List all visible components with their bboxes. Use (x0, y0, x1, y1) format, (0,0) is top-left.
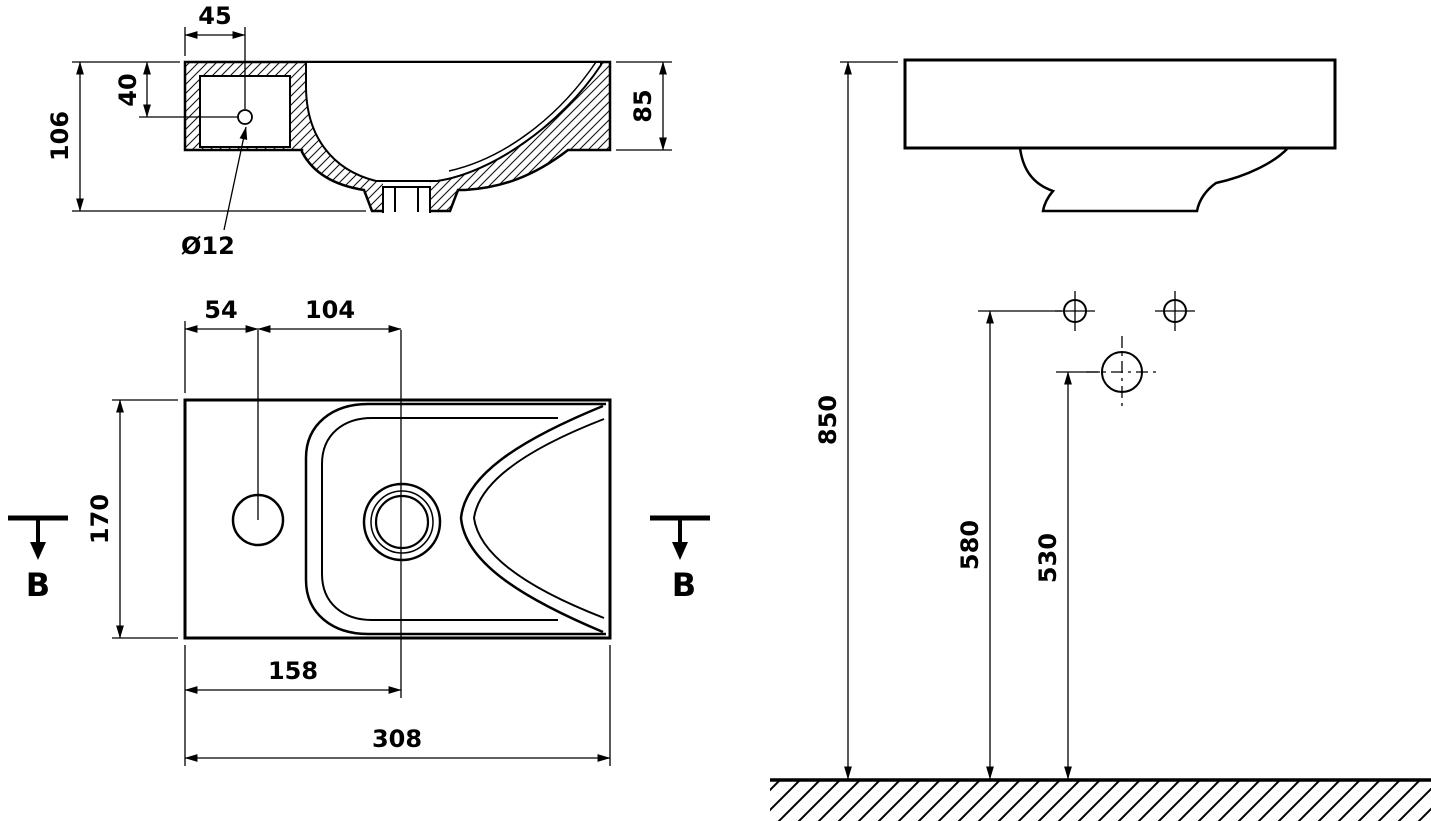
front-basin-underside (1018, 147, 1289, 213)
plan-bowl-outer (304, 402, 606, 636)
dim-40: 40 (114, 61, 238, 118)
installation-view: 850 580 530 (814, 58, 1337, 780)
dim-104-value: 104 (305, 296, 355, 324)
dim-45: 45 (184, 2, 246, 109)
plan-drain-middle-ring (370, 490, 434, 554)
dim-106-extension-lines (72, 61, 366, 212)
dim-308: 308 (184, 725, 611, 762)
section-marker-right: B (650, 515, 710, 604)
plan-funnel-outer (459, 404, 604, 634)
section-marker-left-arrowhead (30, 542, 46, 560)
leader-hole-diameter: Ø12 (181, 126, 248, 260)
dim-158-value: 158 (268, 657, 318, 685)
dim-85-value: 85 (629, 89, 657, 122)
floor-hatch (770, 781, 1431, 821)
dim-158-extension-lines (184, 645, 611, 766)
dim-106-value: 106 (46, 111, 74, 161)
dim-85: 85 (616, 61, 672, 151)
mounting-hole-right (1155, 291, 1195, 331)
section-marker-right-arrowhead (672, 542, 688, 560)
dim-850: 850 (814, 61, 898, 780)
dim-170-value: 170 (86, 494, 114, 544)
dim-308-value: 308 (372, 725, 422, 753)
section-label-right: B (672, 566, 696, 604)
dim-580: 580 (956, 310, 1062, 780)
section-view: 45 40 106 85 Ø12 (46, 2, 672, 260)
dim-104: 104 (257, 296, 402, 333)
dim-158: 158 (184, 645, 611, 766)
dim-40-value: 40 (114, 73, 142, 106)
floor (770, 778, 1431, 821)
front-basin-outline (903, 58, 1337, 150)
dim-170-extension-lines (112, 399, 178, 639)
hole-diameter-label: Ø12 (181, 232, 235, 260)
plan-drain (362, 482, 442, 562)
section-marker-left: B (8, 515, 68, 604)
dim-170: 170 (86, 399, 178, 639)
dim-530: 530 (1034, 371, 1100, 780)
section-bowl-cavity (305, 61, 602, 182)
drain-outlet-hole (1086, 336, 1160, 408)
plan-funnel-inner (472, 418, 605, 619)
dim-850-value: 850 (814, 395, 842, 445)
mounting-hole-right-crosshair (1155, 291, 1195, 331)
dim-530-value: 530 (1034, 533, 1062, 583)
section-mount-hole (237, 109, 253, 125)
plan-view: 54 104 170 158 308 B (8, 296, 710, 766)
plan-bowl-rim-inner (321, 417, 558, 621)
dim-54-value: 54 (204, 296, 237, 324)
section-label-left: B (26, 566, 50, 604)
dim-106: 106 (46, 61, 366, 212)
plan-drain-inner-ring (374, 494, 430, 550)
dim-580-value: 580 (956, 520, 984, 570)
hole-diameter-leader-line (223, 126, 248, 231)
section-rim-inner-line (448, 61, 597, 172)
section-drain-walls (382, 186, 431, 213)
drain-outlet-centerlines (1086, 336, 1160, 408)
dim-45-value: 45 (198, 2, 231, 30)
dim-54: 54 (184, 296, 259, 393)
